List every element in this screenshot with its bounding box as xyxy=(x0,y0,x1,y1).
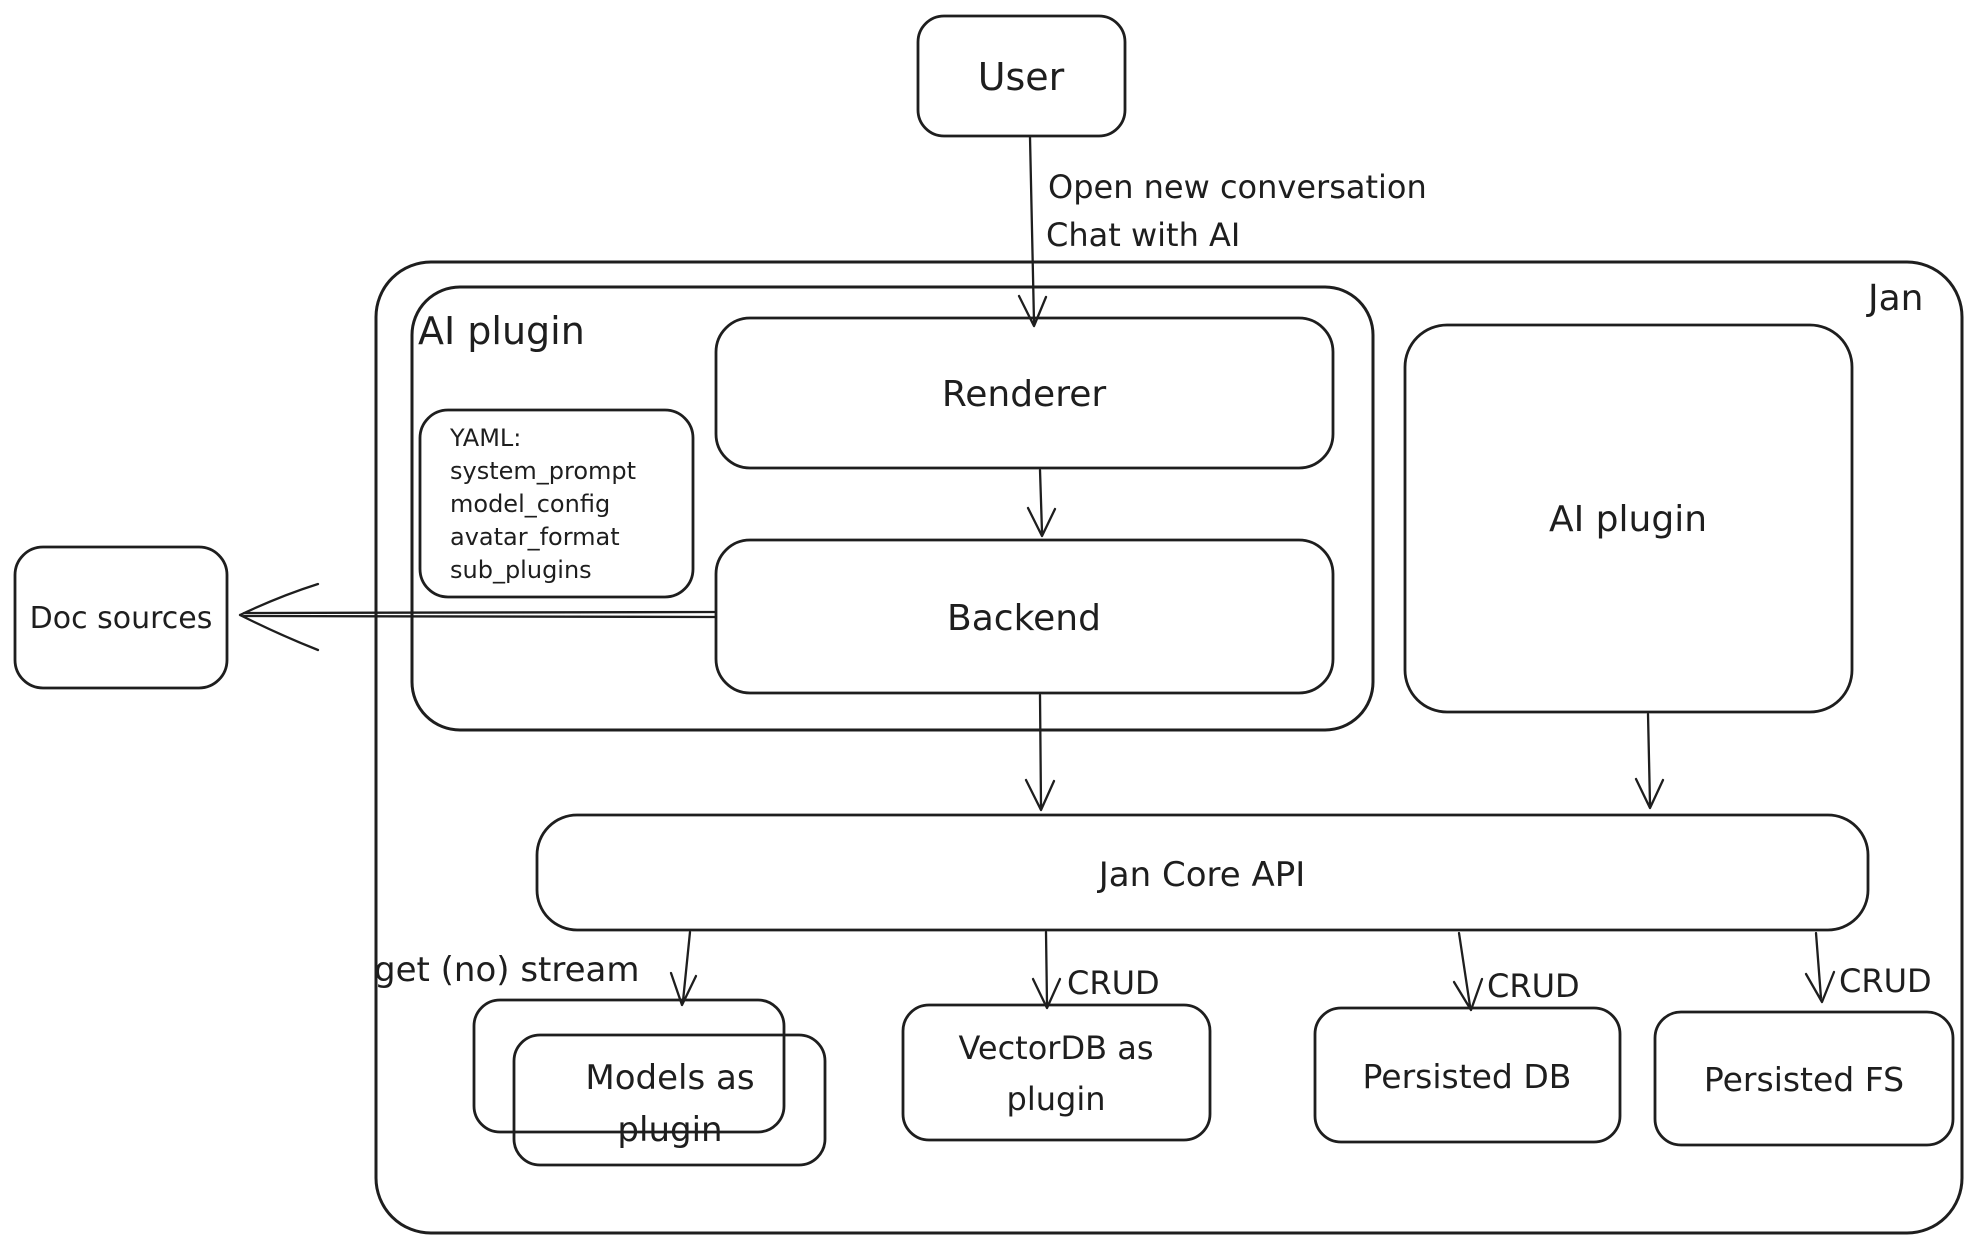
backend-to-doc-sources-arrow xyxy=(238,582,718,652)
yaml-note-line: system_prompt xyxy=(450,457,636,485)
user-to-renderer-arrow xyxy=(1017,135,1048,328)
ai-plugin-to-core-arrow xyxy=(1634,712,1665,810)
yaml-note-box xyxy=(418,408,695,599)
backend-node-label: Backend xyxy=(947,598,1101,639)
vectordb-crud-label: CRUD xyxy=(1067,964,1160,1002)
vectordb-plugin-label-line2: plugin xyxy=(1007,1080,1106,1118)
flow-label-line1: Open new conversation xyxy=(1048,168,1427,206)
vectordb-plugin-label-line1: VectorDB as xyxy=(958,1029,1153,1067)
flow-label-line2: Chat with AI xyxy=(1046,216,1240,254)
ai-plugin-group-box xyxy=(410,285,1375,732)
renderer-to-backend-arrow xyxy=(1026,468,1057,538)
models-plugin-label-line2: plugin xyxy=(617,1110,722,1150)
core-to-persisted-fs-arrow xyxy=(1804,931,1836,1004)
models-plugin-node-box xyxy=(512,1033,827,1167)
core-to-models-arrow xyxy=(669,930,698,1007)
ai-plugin-group-label: AI plugin xyxy=(418,309,585,353)
models-plugin-back-box xyxy=(472,998,786,1134)
persisted-fs-crud-label: CRUD xyxy=(1839,962,1932,1000)
yaml-note-line: sub_plugins xyxy=(450,556,592,584)
user-node-box xyxy=(916,14,1127,138)
persisted-db-node-box xyxy=(1313,1006,1622,1144)
ai-plugin-node-box xyxy=(1403,323,1854,714)
jan-core-api-node-box xyxy=(535,813,1870,932)
models-edge-label: get (no) stream xyxy=(374,950,639,990)
backend-to-core-arrow xyxy=(1024,693,1056,812)
persisted-fs-node-label: Persisted FS xyxy=(1704,1060,1904,1099)
renderer-node-label: Renderer xyxy=(942,374,1107,415)
persisted-fs-node-box xyxy=(1653,1010,1955,1147)
vectordb-plugin-node-box xyxy=(901,1003,1212,1142)
jan-core-api-node-label: Jan Core API xyxy=(1097,855,1306,895)
persisted-db-node-label: Persisted DB xyxy=(1363,1057,1572,1096)
models-plugin-label-line1: Models as xyxy=(585,1058,754,1098)
core-to-persisted-db-arrow xyxy=(1452,931,1484,1012)
user-node-label: User xyxy=(978,55,1065,99)
doc-sources-node-label: Doc sources xyxy=(30,601,213,636)
yaml-note-line: model_config xyxy=(450,490,610,518)
renderer-node-box xyxy=(714,316,1335,470)
jan-container-box xyxy=(374,260,1964,1235)
jan-container-label: Jan xyxy=(1866,278,1924,319)
yaml-note-line: avatar_format xyxy=(450,523,620,551)
doc-sources-node-box xyxy=(13,545,229,690)
persisted-db-crud-label: CRUD xyxy=(1487,967,1580,1005)
ai-plugin-node-label: AI plugin xyxy=(1549,499,1707,540)
core-to-vectordb-arrow xyxy=(1031,930,1062,1010)
yaml-note-line: YAML: xyxy=(449,424,521,452)
